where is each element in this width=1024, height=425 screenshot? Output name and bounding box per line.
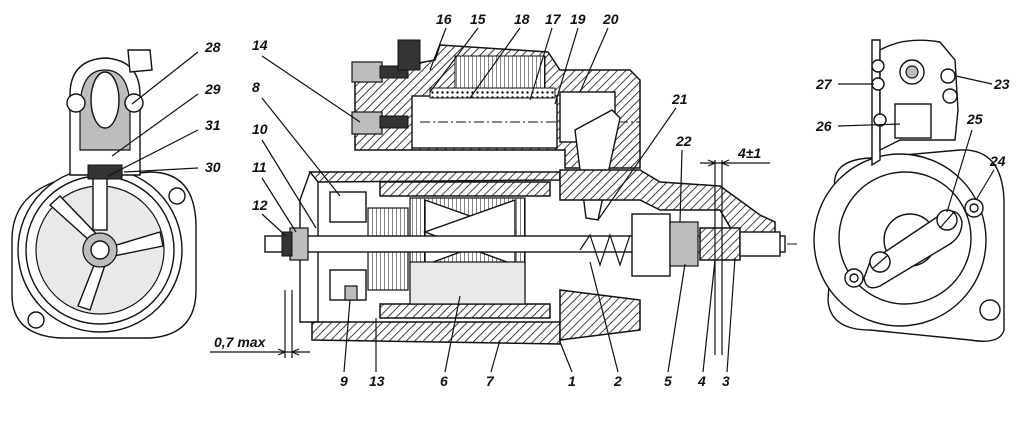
- label-6: 6: [440, 373, 448, 389]
- label-16: 16: [436, 11, 452, 27]
- label-3: 3: [722, 373, 730, 389]
- label-19: 19: [570, 11, 586, 27]
- label-26: 26: [815, 118, 832, 134]
- label-7: 7: [486, 373, 495, 389]
- label-23: 23: [993, 76, 1010, 92]
- label-28: 28: [204, 39, 221, 55]
- label-2: 2: [613, 373, 622, 389]
- label-8: 8: [252, 79, 260, 95]
- label-5: 5: [664, 373, 672, 389]
- label-4: 4: [697, 373, 706, 389]
- label-29: 29: [204, 81, 221, 97]
- label-21: 21: [671, 91, 688, 107]
- label-20: 20: [602, 11, 619, 27]
- label-13: 13: [369, 373, 385, 389]
- label-22: 22: [675, 133, 692, 149]
- flange-bolt-hole-right: [168, 187, 186, 205]
- left-end-view: 28 29 31 30: [11, 39, 221, 339]
- label-18: 18: [514, 11, 530, 27]
- flange-bolt-hole-left: [27, 311, 45, 329]
- right-end-view: 27 26 23 25 24: [813, 39, 1010, 342]
- label-17: 17: [545, 11, 562, 27]
- label-27: 27: [815, 76, 833, 92]
- label-14: 14: [252, 37, 268, 53]
- label-25: 25: [966, 111, 983, 127]
- label-1: 1: [568, 373, 576, 389]
- dimension-clearance: 4±1: [737, 145, 761, 161]
- label-10: 10: [252, 121, 268, 137]
- dimension-gap-max: 0,7 max: [214, 334, 267, 350]
- right-flange-hole: [979, 299, 1001, 321]
- label-9: 9: [340, 373, 348, 389]
- label-30: 30: [205, 159, 221, 175]
- center-section-view: 0,7 max 4±1 16 15 18 17 19 20 14 8 10 11…: [210, 11, 800, 389]
- label-12: 12: [252, 197, 268, 213]
- label-24: 24: [989, 153, 1006, 169]
- label-31: 31: [205, 117, 221, 133]
- label-15: 15: [470, 11, 486, 27]
- label-11: 11: [252, 159, 267, 175]
